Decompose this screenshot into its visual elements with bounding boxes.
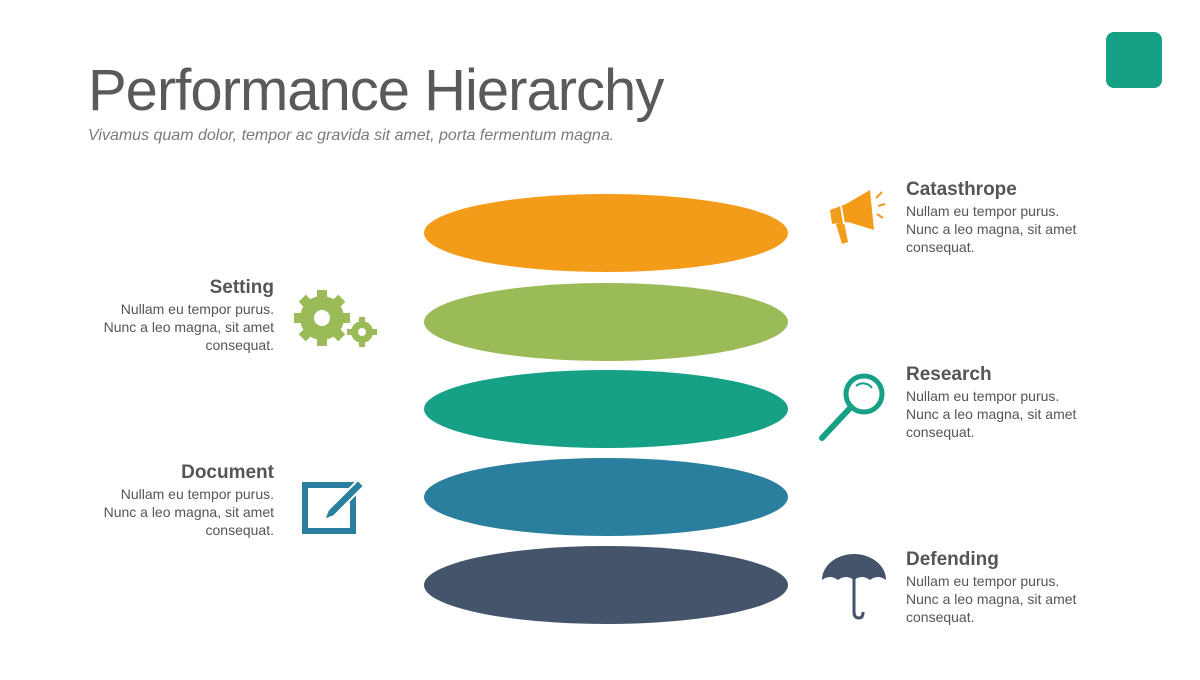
page-subtitle: Vivamus quam dolor, tempor ac gravida si… [88, 127, 615, 144]
item-document: Document Nullam eu tempor purus. Nunc a … [74, 461, 274, 539]
umbrella-icon [822, 554, 886, 620]
item-line: Nunc a leo magna, sit amet [103, 319, 274, 335]
item-line: Nullam eu tempor purus. [906, 573, 1060, 589]
page-title: Performance Hierarchy [88, 58, 664, 123]
item-defending: Defending Nullam eu tempor purus. Nunc a… [906, 548, 1106, 626]
item-title: Defending [906, 549, 999, 570]
item-title: Research [906, 364, 992, 385]
layer-2-green [424, 283, 788, 361]
item-line: Nullam eu tempor purus. [906, 388, 1060, 404]
item-catasthrope: Catasthrope Nullam eu tempor purus. Nunc… [906, 178, 1106, 256]
layer-4-blue [424, 458, 788, 536]
item-line: consequat. [906, 239, 975, 255]
magnifier-icon [819, 373, 885, 441]
item-line: consequat. [205, 337, 275, 353]
item-line: consequat. [205, 522, 275, 538]
item-title: Setting [209, 277, 274, 298]
edit-icon [302, 478, 366, 534]
item-line: Nunc a leo magna, sit amet [906, 591, 1077, 607]
corner-accent [1106, 32, 1162, 88]
layer-3-teal [424, 370, 788, 448]
item-title: Catasthrope [906, 179, 1017, 200]
item-line: Nunc a leo magna, sit amet [103, 504, 274, 520]
megaphone-icon [830, 190, 886, 244]
item-line: Nunc a leo magna, sit amet [906, 406, 1077, 422]
item-title: Document [181, 462, 274, 483]
layer-1-orange [424, 194, 788, 272]
item-line: consequat. [906, 609, 975, 625]
item-setting: Setting Nullam eu tempor purus. Nunc a l… [74, 276, 274, 354]
gears-icon [294, 290, 377, 347]
item-research: Research Nullam eu tempor purus. Nunc a … [906, 363, 1106, 441]
layer-5-navy [424, 546, 788, 624]
item-line: Nunc a leo magna, sit amet [906, 221, 1077, 237]
item-line: Nullam eu tempor purus. [906, 203, 1060, 219]
item-line: consequat. [906, 424, 975, 440]
item-line: Nullam eu tempor purus. [120, 486, 274, 502]
item-line: Nullam eu tempor purus. [120, 301, 274, 317]
